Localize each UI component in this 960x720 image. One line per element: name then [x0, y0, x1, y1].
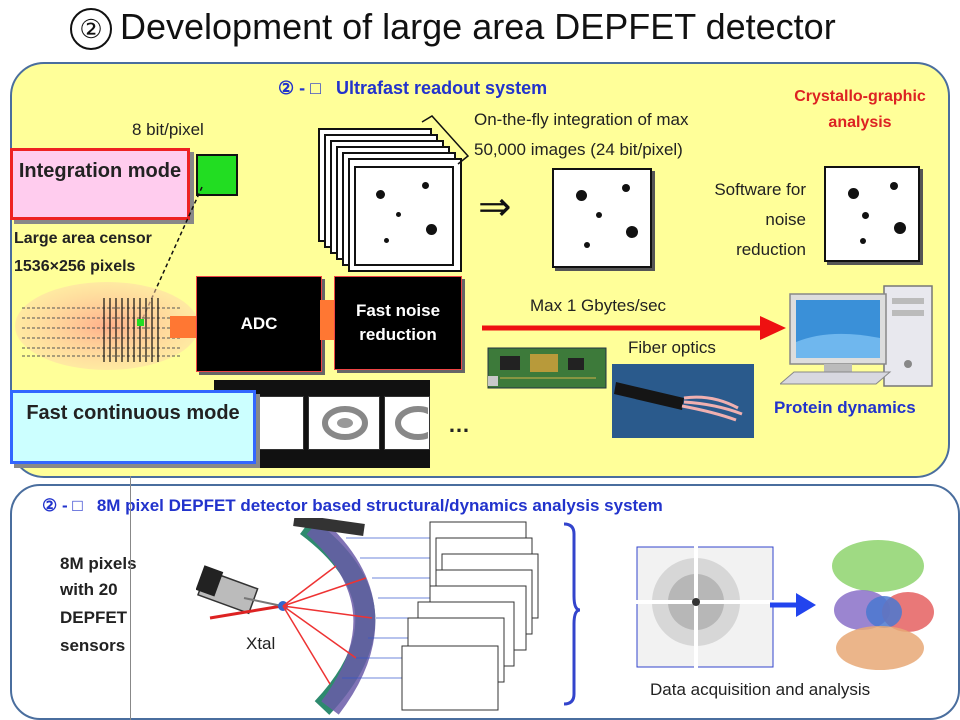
fast-continuous-mode-box: Fast continuous mode — [10, 390, 256, 464]
integrated-image — [552, 168, 652, 268]
image-stack — [318, 128, 462, 272]
protein-dynamics-label: Protein dynamics — [774, 398, 916, 417]
spot — [396, 212, 401, 217]
spot — [848, 188, 859, 199]
spot — [862, 212, 869, 219]
pixels-line1: 8M pixels — [60, 554, 137, 573]
spot — [384, 238, 389, 243]
sensor-label-line2: 1536×256 pixels — [14, 258, 136, 275]
curved-detector — [196, 518, 580, 715]
software-line2: noise — [765, 210, 806, 229]
adc-box: ADC — [196, 276, 322, 372]
film-frame — [384, 396, 430, 450]
integration-mode-box: Integration mode — [10, 148, 190, 220]
data-acquisition-label: Data acquisition and analysis — [650, 680, 871, 699]
stack-front-card — [354, 166, 454, 266]
analysis-arrow — [770, 593, 816, 617]
readout-heading-prefix: ② - — [278, 78, 311, 98]
spot — [860, 238, 866, 244]
pixels-line2: with 20 — [60, 580, 118, 599]
max-rate-label: Max 1 Gbytes/sec — [530, 296, 667, 315]
analysis-heading-prefix: ② - — [42, 496, 73, 515]
sensor-grid — [15, 282, 199, 370]
protein-structure-image — [832, 540, 934, 670]
divider-line — [130, 476, 131, 720]
spot — [576, 190, 587, 201]
sensor-label-line1: Large area censor — [14, 230, 152, 247]
ring-pattern — [322, 406, 368, 440]
section-number: ② — [70, 8, 112, 51]
computer-icon — [780, 285, 933, 387]
spot — [622, 184, 630, 192]
circuit-board-icon — [487, 347, 607, 389]
ellipsis: … — [448, 412, 470, 437]
spot — [890, 182, 898, 190]
spot — [894, 222, 906, 234]
title-text: Development of large area DEPFET detecto… — [120, 6, 836, 47]
sensor-adc-link — [170, 316, 200, 338]
onfly-line1: On-the-fly integration of max — [474, 110, 689, 129]
implies-arrow: ⇒ — [478, 185, 512, 229]
spot — [626, 226, 638, 238]
ring-pattern — [395, 406, 428, 440]
spot — [584, 242, 590, 248]
readout-heading-glyph: □ — [310, 78, 322, 98]
diffraction-image — [636, 546, 774, 668]
spot — [426, 224, 437, 235]
fiber-optics-label: Fiber optics — [628, 338, 716, 357]
bit-per-pixel-label: 8 bit/pixel — [132, 120, 204, 139]
xtal-label: Xtal — [246, 634, 276, 653]
software-line3: reduction — [736, 240, 806, 259]
stack-bracket — [421, 115, 470, 165]
analysis-heading-text: 8M pixel DEPFET detector based structura… — [96, 496, 663, 515]
spot — [596, 212, 602, 218]
pixel-icon — [196, 154, 238, 196]
denoised-image — [824, 166, 920, 262]
fast-noise-box: Fast noise reduction — [334, 276, 462, 370]
data-flow-arrow — [482, 316, 786, 340]
spot — [422, 182, 429, 189]
onfly-line2: 50,000 images (24 bit/pixel) — [474, 140, 683, 159]
adc-noise-link — [320, 300, 334, 340]
readout-heading-text: Ultrafast readout system — [336, 78, 548, 98]
pixels-line4: sensors — [60, 636, 126, 655]
pixels-line3: DEPFET — [60, 608, 128, 627]
readout-heading: ② - □ Ultrafast readout system — [278, 78, 547, 99]
analysis-heading-glyph: □ — [72, 496, 83, 515]
software-line1: Software for — [714, 180, 806, 199]
analysis-heading: ② - □ 8M pixel DEPFET detector based str… — [42, 496, 663, 516]
crystallo-label: Crystallo-graphic analysis — [794, 88, 926, 131]
fiber-cable-icon — [612, 364, 754, 438]
spot — [376, 190, 385, 199]
